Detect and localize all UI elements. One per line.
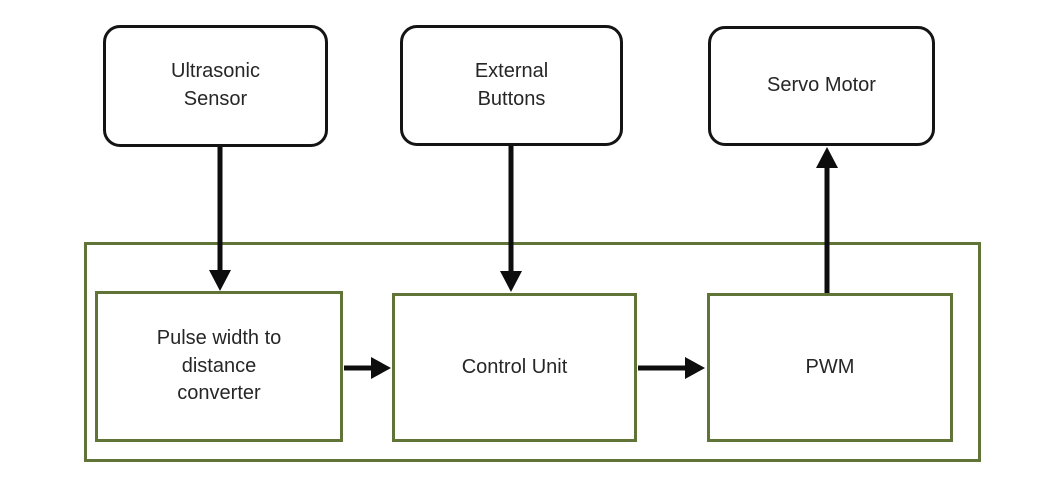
system-boundary — [84, 242, 981, 462]
block-control-unit: Control Unit — [392, 293, 637, 442]
block-pwm-label: PWM — [805, 355, 855, 378]
block-external-buttons: External Buttons — [400, 25, 623, 146]
block-pwm: PWM — [707, 293, 953, 442]
block-servo-motor: Servo Motor — [708, 26, 935, 146]
block-control-unit-label: Control Unit — [461, 355, 568, 378]
block-external-buttons-label: External Buttons — [474, 59, 549, 110]
block-ultrasonic-sensor-label: Ultrasonic Sensor — [171, 60, 260, 110]
block-servo-motor-label: Servo Motor — [767, 74, 876, 97]
block-ultrasonic-sensor: Ultrasonic Sensor — [103, 25, 328, 147]
block-pulse-width-converter-label: Pulse width to distance converter — [156, 327, 282, 405]
block-pulse-width-converter: Pulse width to distance converter — [95, 291, 343, 442]
